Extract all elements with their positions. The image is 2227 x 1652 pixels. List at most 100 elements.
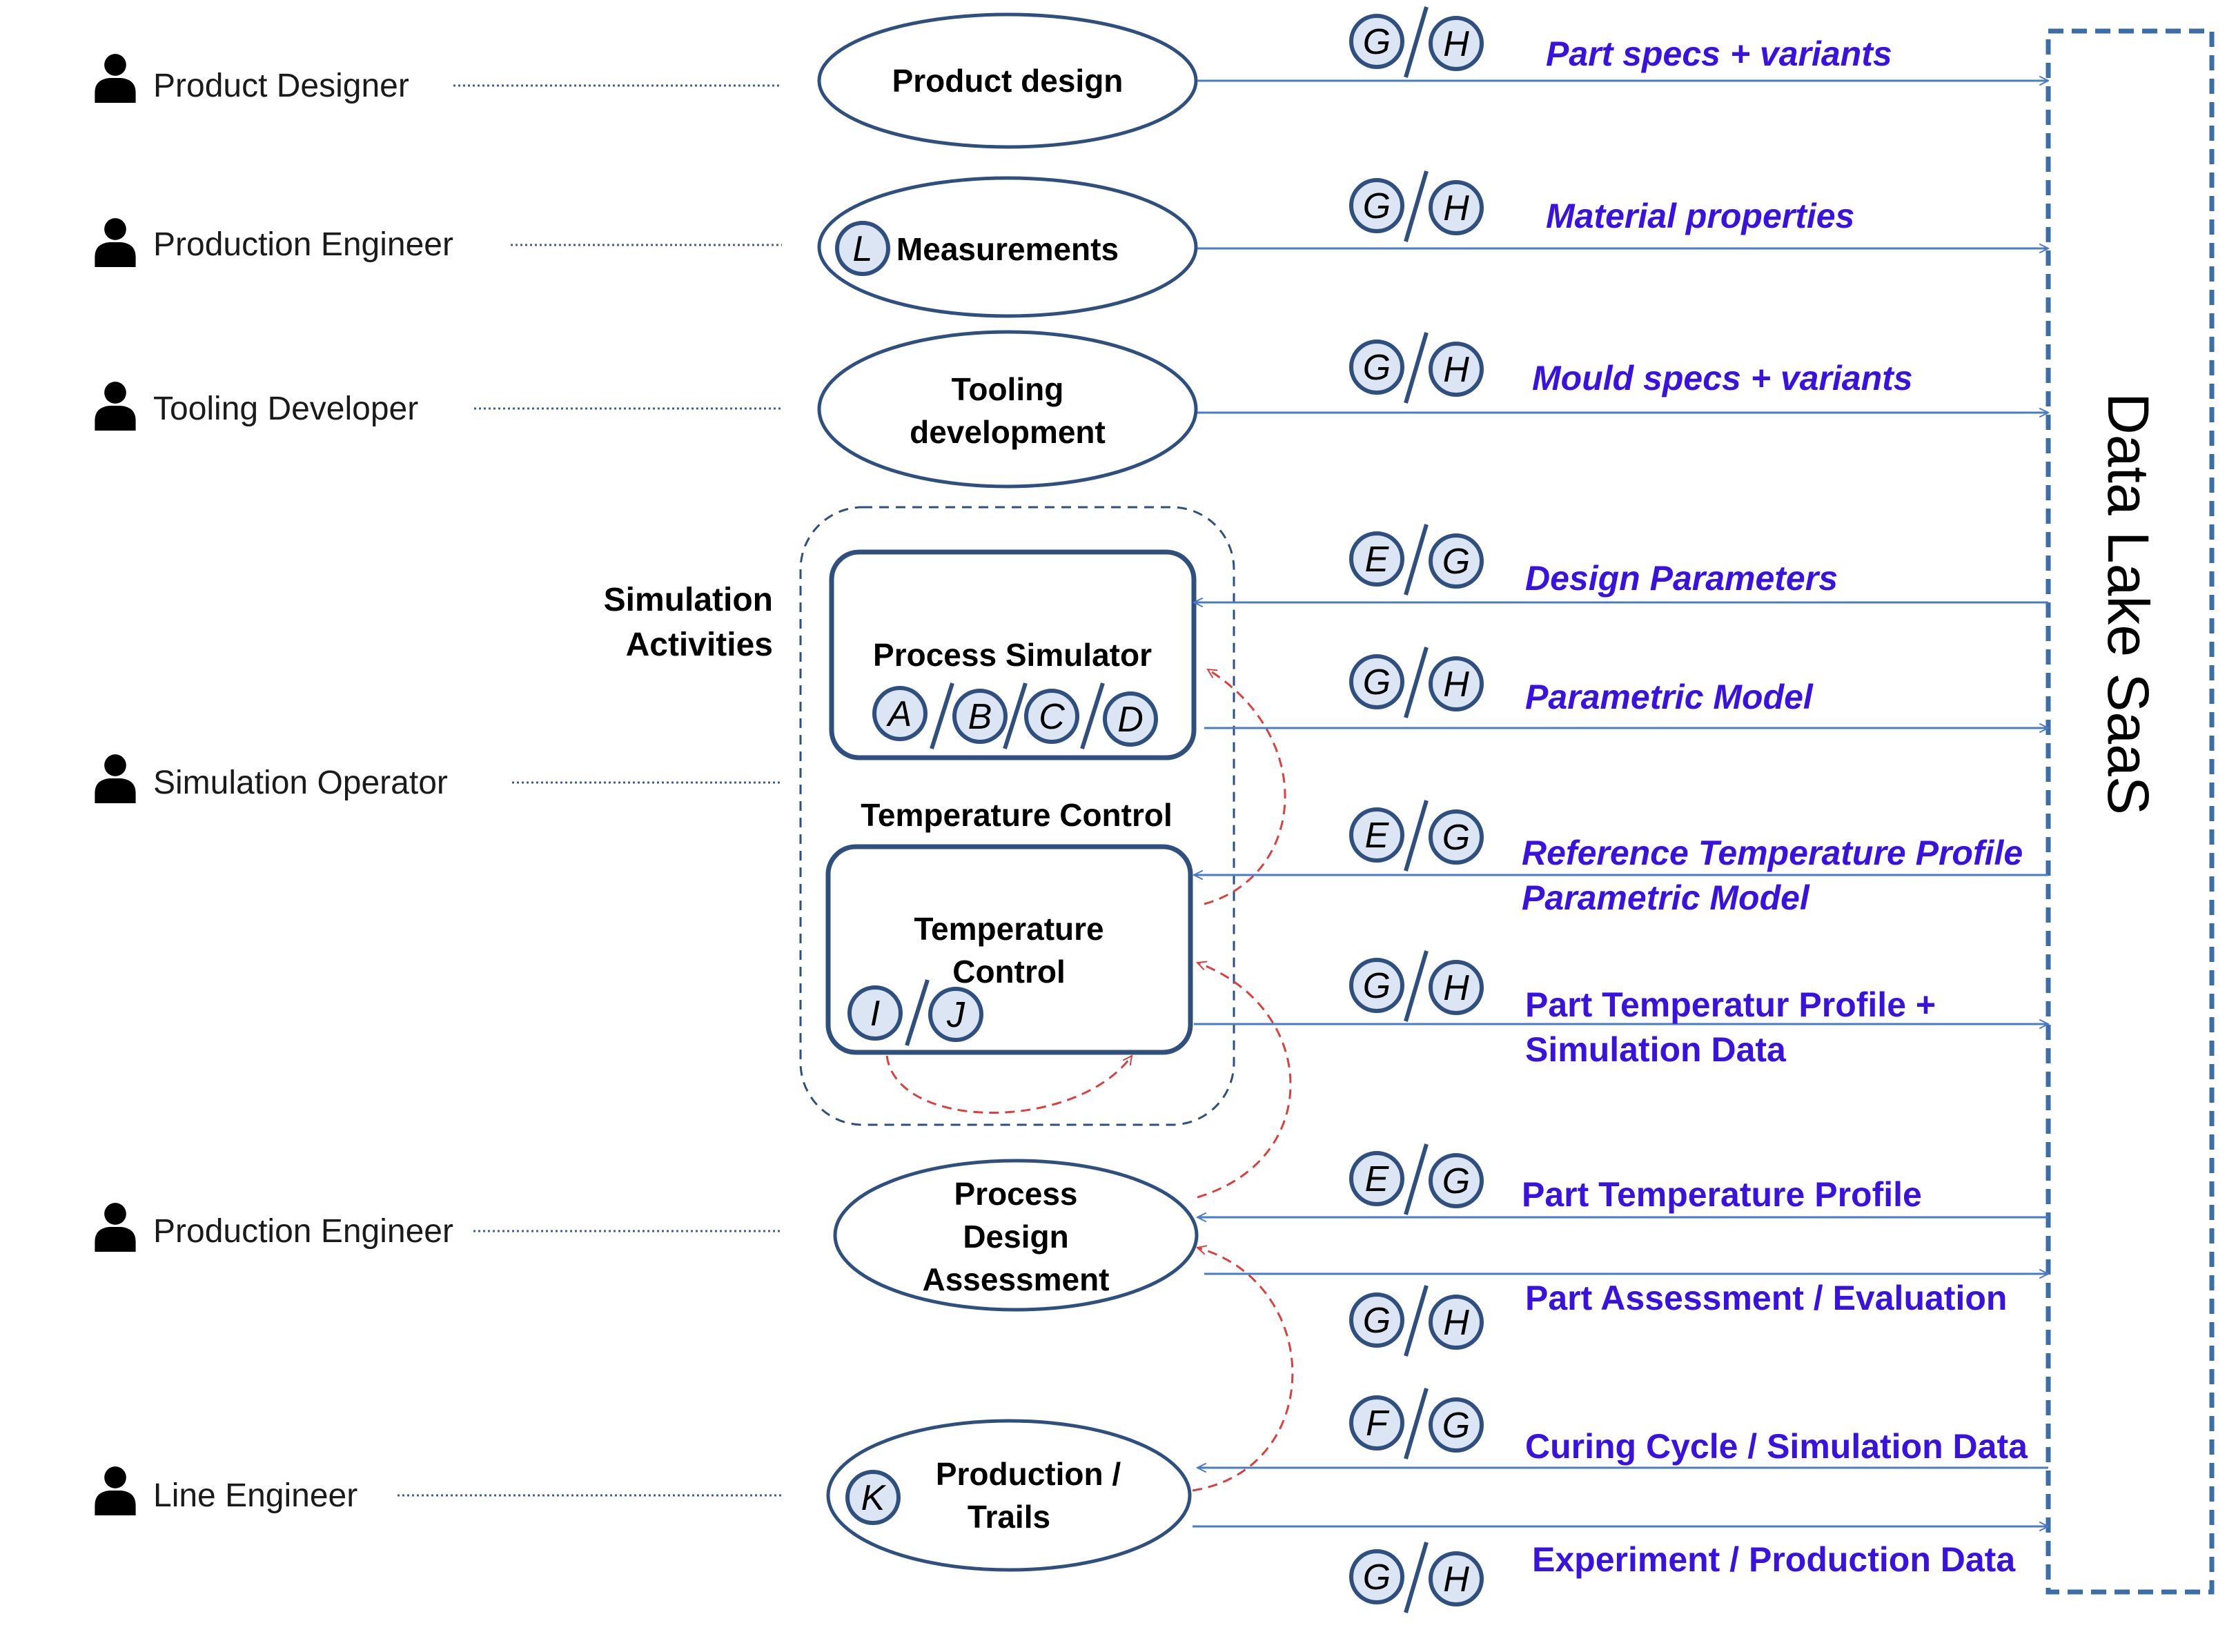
- svg-text:H: H: [1443, 1303, 1469, 1343]
- node-tooling-development: Tooling development: [817, 330, 1198, 489]
- badge-separator: [905, 979, 930, 1046]
- actor-production-engineer-1: Production Engineer: [95, 218, 782, 267]
- person-icon: [95, 382, 136, 431]
- badge-separator: [1404, 1285, 1429, 1357]
- badge-l: L: [835, 221, 890, 276]
- flow-label-line2: Simulation Data: [1525, 1030, 1787, 1069]
- flow-label: Part Temperatur Profile +: [1525, 985, 1936, 1024]
- svg-text:H: H: [1443, 968, 1469, 1008]
- actor-simulation-operator: Simulation Operator: [95, 754, 782, 803]
- badge-f: F: [1349, 1395, 1404, 1451]
- badge-h: H: [1429, 342, 1484, 397]
- svg-text:K: K: [861, 1478, 887, 1518]
- badge-e: E: [1349, 807, 1404, 863]
- node-production-trails: K Production / Trails: [826, 1419, 1192, 1572]
- feedback-arrow: [1192, 1248, 1294, 1492]
- badge-g: G: [1349, 1549, 1404, 1604]
- node-label-line1: Temperature: [914, 911, 1103, 947]
- svg-text:G: G: [1363, 662, 1391, 702]
- svg-text:G: G: [1442, 818, 1470, 858]
- badge-g: G: [1349, 958, 1404, 1013]
- svg-text:D: D: [1117, 700, 1144, 740]
- badge-d: D: [1103, 691, 1158, 747]
- badge-separator: [1080, 682, 1105, 749]
- badge-e: E: [1349, 531, 1404, 587]
- badge-i: I: [847, 985, 903, 1041]
- person-icon: [95, 1466, 136, 1515]
- feedback-arrow: [885, 1056, 1132, 1114]
- node-label-line2: Design: [963, 1219, 1068, 1255]
- person-icon: [95, 1203, 136, 1252]
- svg-text:H: H: [1443, 1560, 1469, 1600]
- node-label-line3: Assessment: [922, 1261, 1109, 1297]
- badge-separator: [1404, 170, 1429, 242]
- badge-h: H: [1429, 180, 1484, 235]
- feedback-arrows: [885, 668, 1294, 1492]
- group-label-line1: Simulation: [604, 582, 773, 618]
- svg-text:G: G: [1363, 966, 1391, 1006]
- badge-j: J: [928, 987, 983, 1042]
- badge-g: G: [1349, 340, 1404, 395]
- svg-text:H: H: [1443, 350, 1469, 390]
- badge-g: G: [1429, 1153, 1484, 1208]
- simulation-activities-group: Simulation Activities: [604, 506, 1235, 1126]
- svg-text:I: I: [870, 994, 880, 1034]
- svg-text:E: E: [1365, 1159, 1390, 1199]
- svg-text:G: G: [1363, 186, 1391, 226]
- flow-label: Curing Cycle / Simulation Data: [1525, 1427, 2028, 1466]
- badge-separator: [1404, 647, 1429, 718]
- svg-text:H: H: [1443, 188, 1469, 228]
- badge-h: H: [1429, 960, 1484, 1015]
- actor-label: Product Designer: [153, 68, 409, 104]
- svg-text:F: F: [1366, 1404, 1390, 1444]
- svg-text:A: A: [886, 694, 912, 734]
- badge-separator: [1404, 1542, 1429, 1613]
- flow-label: Part specs + variants: [1546, 35, 1892, 73]
- temperature-control-heading: Temperature Control: [861, 797, 1173, 833]
- badge-separator: [930, 682, 954, 749]
- svg-text:E: E: [1365, 816, 1390, 856]
- svg-text:G: G: [1363, 22, 1391, 62]
- badge-separator: [1404, 1143, 1429, 1215]
- badge-separator: [1003, 682, 1028, 749]
- actor-line-engineer: Line Engineer: [95, 1466, 782, 1515]
- node-label-line2: Trails: [968, 1499, 1050, 1535]
- data-lake: Data Lake SaaS: [2045, 28, 2215, 1595]
- node-process-simulator: Process Simulator A B C D: [829, 549, 1197, 760]
- node-label: Measurements: [896, 231, 1119, 267]
- badge-g: G: [1349, 14, 1404, 69]
- node-label-line1: Production /: [936, 1456, 1121, 1492]
- badge-separator: [1404, 1388, 1429, 1459]
- group-label-line2: Activities: [626, 627, 773, 663]
- flow-label: Part Assessment / Evaluation: [1525, 1279, 2007, 1317]
- node-label-line2: development: [910, 414, 1106, 450]
- svg-text:G: G: [1442, 1406, 1470, 1446]
- flow-part-temp-sim: G H Part Temperatur Profile + Simulation Da…: [1194, 950, 2048, 1069]
- node-label: Process Simulator: [873, 637, 1152, 673]
- actor-label: Line Engineer: [153, 1477, 357, 1514]
- actor-production-engineer-2: Production Engineer: [95, 1203, 782, 1252]
- svg-text:G: G: [1363, 1557, 1391, 1597]
- badge-h: H: [1429, 1551, 1484, 1606]
- node-measurements: L Measurements: [817, 176, 1198, 318]
- svg-text:J: J: [946, 995, 965, 1035]
- svg-text:L: L: [853, 229, 873, 269]
- flow-label: Design Parameters: [1525, 559, 1838, 598]
- badge-a: A: [872, 686, 928, 741]
- badge-e: E: [1349, 1151, 1404, 1206]
- actor-product-designer: Product Designer: [95, 54, 782, 104]
- node-label-line1: Tooling: [952, 371, 1064, 407]
- badge-b: B: [952, 689, 1008, 744]
- badge-separator: [1404, 6, 1429, 78]
- svg-text:E: E: [1365, 540, 1390, 580]
- node-label: Product design: [892, 63, 1124, 99]
- person-icon: [95, 54, 136, 103]
